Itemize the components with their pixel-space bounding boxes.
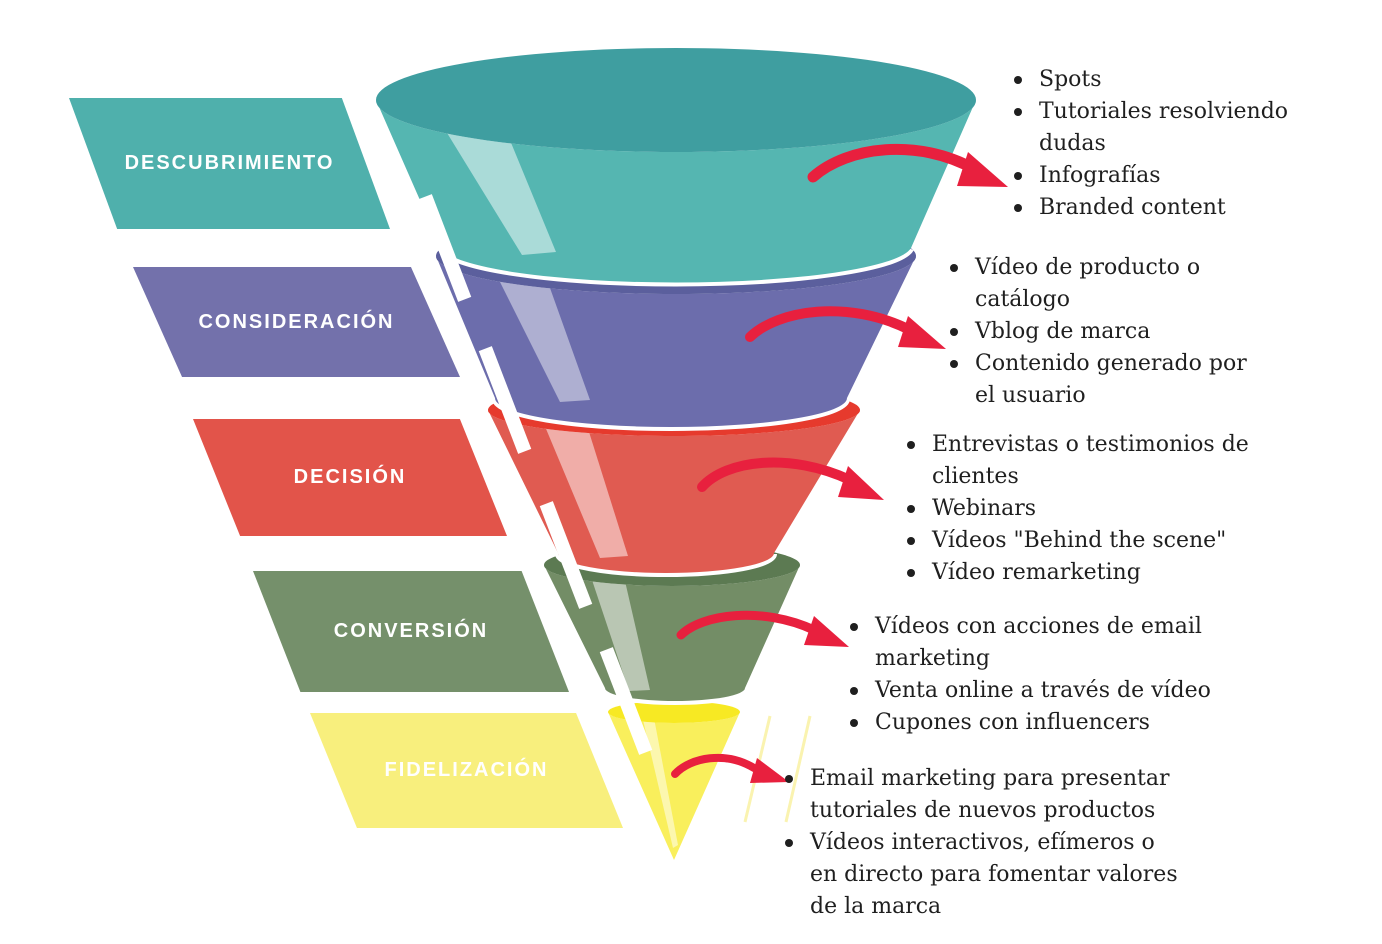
curved-arrow-icon [745,306,946,349]
list-item: Webinars [905,493,1249,525]
stage-label-text: DECISIÓN [293,466,407,488]
stage-label-text: CONSIDERACIÓN [198,310,395,333]
list-item: Vblog de marca [948,316,1247,348]
stage-label-conversion: CONVERSIÓN [253,571,569,692]
tactics-list-decision: Entrevistas o testimonios de clientes We… [905,429,1249,589]
stage-label-descubrimiento: DESCUBRIMIENTO [69,98,390,229]
funnel-highlight [643,718,678,848]
curved-arrow-icon [676,610,849,647]
stage-label-text: CONVERSIÓN [333,620,489,642]
stage-label-text: DESCUBRIMIENTO [124,152,335,174]
stage-label-decision: DECISIÓN [193,419,507,536]
tactics-list-descubrimiento: Spots Tutoriales resolviendo dudas Infog… [1012,64,1288,224]
list-item: Entrevistas o testimonios de clientes [905,429,1249,493]
list-item: Vídeo de producto o catálogo [948,252,1247,316]
list-item: Vídeos interactivos, efímeros o en direc… [783,827,1178,923]
curved-arrow-icon [697,457,884,500]
tactics-list-consideracion: Vídeo de producto o catálogo Vblog de ma… [948,252,1247,412]
stage-label-text: FIDELIZACIÓN [384,759,549,781]
list-item: Contenido generado por el usuario [948,348,1247,412]
seam-green-yellow [602,688,748,705]
tactics-list-fidelizacion: Email marketing para presentar tutoriale… [783,763,1178,923]
list-item: Infografías [1012,160,1288,192]
stage-label-consideracion: CONSIDERACIÓN [133,267,460,377]
list-item: Venta online a través de vídeo [848,675,1211,707]
funnel-separator-slashes [418,194,653,755]
tactics-list-conversion: Vídeos con acciones de email marketing V… [848,611,1211,739]
list-item: Spots [1012,64,1288,96]
seam-teal-purple [438,247,914,287]
list-item: Vídeos "Behind the scene" [905,525,1249,557]
curved-arrow-icon [671,753,789,783]
funnel-highlight [544,416,628,558]
stage-label-fidelizacion: FIDELIZACIÓN [310,713,623,828]
curved-arrow-icon [807,143,1008,187]
funnel-highlight [590,568,650,691]
list-item: Vídeos con acciones de email marketing [848,611,1211,675]
funnel-highlight [444,116,556,255]
list-item: Cupones con influencers [848,707,1211,739]
list-item: Branded content [1012,192,1288,224]
list-item: Tutoriales resolviendo dudas [1012,96,1288,160]
funnel-stage-descubrimiento [376,48,976,283]
list-item: Vídeo remarketing [905,557,1249,589]
funnel-highlight [494,260,590,402]
list-item: Email marketing para presentar tutoriale… [783,763,1178,827]
